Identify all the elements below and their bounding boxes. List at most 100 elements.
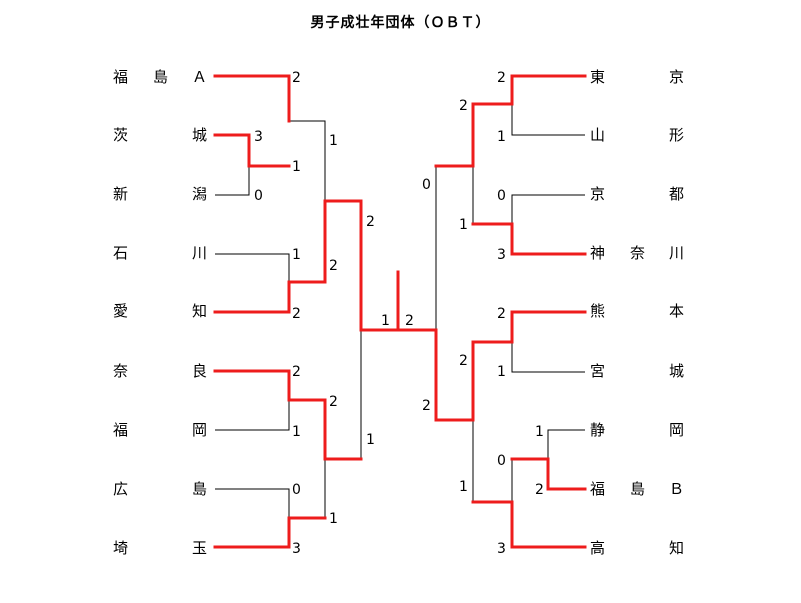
score-label: 2 [405,313,414,329]
bracket-line [215,400,290,431]
score-label: 1 [366,432,375,448]
score-label: 0 [422,177,431,193]
left-team-nara: 奈 良 [113,362,207,380]
team-char: 埼 [113,539,128,557]
left-team-fukushima-a: 福 島 Ａ [113,68,207,86]
score-label: 2 [535,482,544,498]
left-team-aichi: 愛 知 [113,302,207,320]
score-label: 2 [459,98,468,114]
score-label: 2 [292,70,301,86]
bracket-line [215,488,290,518]
score-label: 0 [497,188,506,204]
score-label: 2 [459,353,468,369]
team-char: 京 [590,185,605,203]
team-char: 神 [590,244,605,262]
team-char: 形 [669,126,684,144]
team-char: 川 [669,244,684,262]
score-label: 1 [292,247,301,263]
score-label: 2 [497,70,506,86]
score-label: 1 [329,133,338,149]
score-label: 2 [497,306,506,322]
left-team-ibaraki: 茨 城 [113,126,207,144]
left-team-hiroshima: 広 島 [113,480,207,498]
winner-path [213,369,363,461]
team-char: 島 [153,68,168,86]
team-char: Ｂ [669,480,684,498]
bracket-line [215,166,250,196]
bracket-line [289,120,326,201]
bracket-lines-winning [213,74,587,549]
score-label: 2 [292,306,301,322]
score-label: 2 [329,258,338,274]
team-char: 島 [192,480,207,498]
team-char: 岡 [669,421,684,439]
score-label: 1 [381,313,390,329]
left-team-fukuoka: 福 岡 [113,421,207,439]
bracket-line [511,104,585,136]
team-char: 玉 [192,539,207,557]
team-char: 川 [192,244,207,262]
team-char: 宮 [590,362,605,380]
winner-path [213,74,291,123]
left-team-names: 福 島 Ａ 茨 城 新 潟 石 川 愛 知 奈 良 福 岡 広 島 [113,68,207,557]
winner-path [471,222,587,256]
right-team-kanagawa: 神 奈 川 [590,244,684,262]
team-char: 山 [590,126,605,144]
score-label: 1 [292,159,301,175]
right-team-shizuoka: 静 岡 [590,421,684,439]
score-label: 1 [329,511,338,527]
bracket-line [511,342,585,373]
left-team-niigata: 新 潟 [113,185,207,203]
team-char: 熊 [590,302,605,320]
team-char: 静 [590,421,605,439]
team-char: Ａ [192,68,207,86]
score-label: 1 [459,217,468,233]
right-team-kochi: 高 知 [590,539,684,557]
score-label: 1 [497,364,506,380]
team-char: 知 [669,539,684,557]
team-char: 広 [113,480,128,498]
winner-path [434,74,587,168]
winner-path [510,457,587,491]
right-team-yamagata: 山 形 [590,126,684,144]
score-label: 0 [497,453,506,469]
score-label: 3 [292,541,301,557]
team-char: 島 [630,480,645,498]
team-char: 本 [669,302,684,320]
bracket-line [511,194,585,224]
score-label: 0 [254,188,263,204]
right-team-miyagi: 宮 城 [590,362,684,380]
team-char: 岡 [192,421,207,439]
bracket-title: 男子成壮年団体（ＯＢＴ） [310,15,491,31]
right-team-names: 東 京 山 形 京 都 神 奈 川 熊 本 宮 城 静 岡 福 島 [590,68,684,557]
score-label: 0 [292,482,301,498]
winner-path [213,199,400,332]
score-label: 3 [497,247,506,263]
left-team-ishikawa: 石 川 [113,244,207,262]
right-team-tokyo: 東 京 [590,68,684,86]
winner-path [213,133,291,168]
score-label: 2 [292,364,301,380]
team-char: 茨 [113,126,128,144]
winner-path [471,310,587,422]
team-char: 福 [113,421,128,439]
team-char: 福 [113,68,128,86]
bracket-lines-thin [215,104,585,518]
team-char: 新 [113,185,128,203]
team-char: 東 [590,68,605,86]
team-char: 潟 [192,185,207,203]
team-char: 都 [669,185,684,203]
right-team-fukushima-b: 福 島 Ｂ [590,480,684,498]
score-label: 1 [292,424,301,440]
team-char: 福 [590,480,605,498]
winner-path [213,516,327,549]
team-char: 京 [669,68,684,86]
score-label: 1 [535,424,544,440]
team-char: 良 [192,362,207,380]
team-char: 知 [192,302,207,320]
team-char: 愛 [113,302,128,320]
bracket-line [547,429,585,459]
left-team-saitama: 埼 玉 [113,539,207,557]
right-team-kumamoto: 熊 本 [590,302,684,320]
